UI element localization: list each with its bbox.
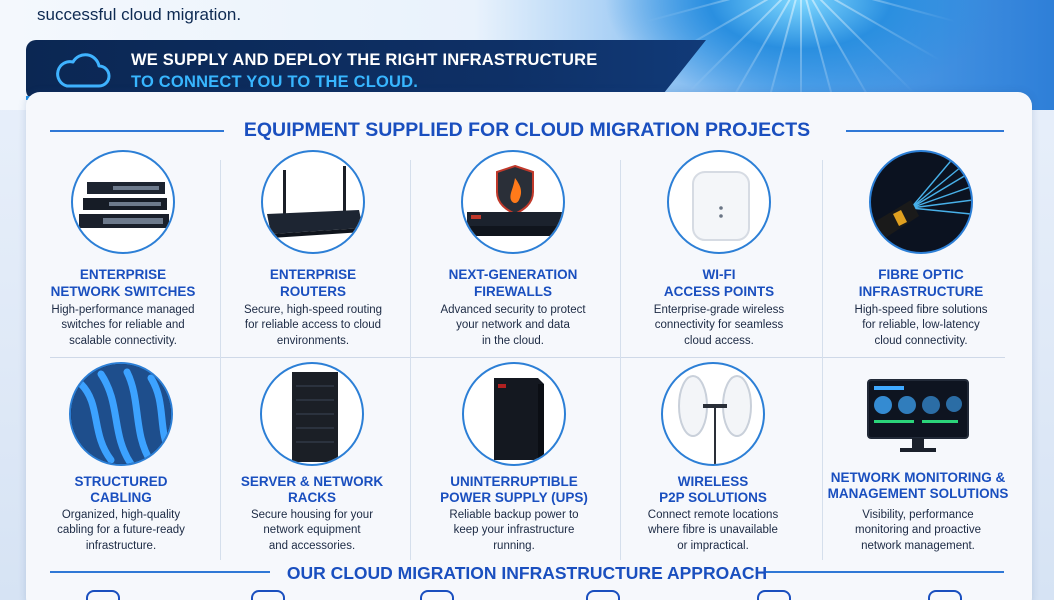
- card-title: UNINTERRUPTIBLE: [450, 474, 578, 489]
- card-description: or impractical.: [677, 540, 749, 552]
- card-title: ROUTERS: [279, 284, 346, 299]
- card-description: infrastructure.: [85, 540, 157, 552]
- card-description: switches for reliable and: [61, 319, 185, 331]
- card-description: where fibre is unavailable: [648, 524, 778, 536]
- card-title: WIRELESS: [677, 474, 749, 489]
- card-description: running.: [493, 540, 535, 552]
- equipment-card: ENTERPRISE NETWORK SWITCHES High-perform…: [23, 148, 223, 348]
- approach-icon: [86, 590, 120, 600]
- card-title: ENTERPRISE: [79, 267, 167, 282]
- approach-icon: [928, 590, 962, 600]
- title-rule-right: [766, 571, 1004, 573]
- card-title: WI-FI: [702, 267, 736, 282]
- equipment-section-title: EQUIPMENT SUPPLIED FOR CLOUD MIGRATION P…: [243, 119, 811, 141]
- card-description: High-speed fibre solutions: [854, 304, 988, 316]
- card-description: your network and data: [456, 319, 570, 331]
- card-title: INFRASTRUCTURE: [858, 284, 984, 299]
- card-description: keep your infrastructure: [453, 524, 575, 536]
- equipment-card: FIBRE OPTIC INFRASTRUCTURE High-speed fi…: [821, 148, 1021, 348]
- card-description: Connect remote locations: [647, 509, 779, 521]
- equipment-card: WI-FI ACCESS POINTS Enterprise-grade wir…: [619, 148, 819, 348]
- equipment-card: NETWORK MONITORING & MANAGEMENT SOLUTION…: [818, 362, 1018, 562]
- card-title: CABLING: [90, 490, 152, 505]
- card-title: ACCESS POINTS: [663, 284, 775, 299]
- approach-section-title: OUR CLOUD MIGRATION INFRASTRUCTURE APPRO…: [286, 563, 768, 583]
- card-description: and accessories.: [268, 540, 356, 552]
- card-description: connectivity for seamless: [654, 319, 784, 331]
- card-description: Reliable backup power to: [449, 509, 579, 521]
- banner: [26, 40, 706, 100]
- card-description: cloud access.: [684, 335, 754, 347]
- router-icon: [261, 150, 365, 254]
- approach-icon: [757, 590, 791, 600]
- equipment-card: WIRELESS P2P SOLUTIONS Connect remote lo…: [613, 362, 813, 562]
- card-description: cabling for a future-ready: [57, 524, 185, 536]
- monitoring-dashboard-icon: [866, 362, 970, 466]
- title-rule-left: [50, 130, 224, 132]
- card-title: FIREWALLS: [474, 284, 552, 299]
- card-description: in the cloud.: [481, 335, 544, 347]
- card-title: NETWORK SWITCHES: [50, 284, 196, 299]
- banner-line-1: WE SUPPLY AND DEPLOY THE RIGHT INFRASTRU…: [131, 51, 598, 69]
- card-description: environments.: [276, 335, 350, 347]
- card-description: for reliable access to cloud: [244, 319, 382, 331]
- approach-icon: [251, 590, 285, 600]
- card-title: STRUCTURED: [74, 474, 168, 489]
- card-description: High-performance managed: [51, 304, 195, 316]
- card-title: RACKS: [287, 490, 336, 505]
- fibre-cable-icon: [869, 150, 973, 254]
- firewall-icon: [461, 150, 565, 254]
- card-description: Enterprise-grade wireless: [653, 304, 785, 316]
- intro-text: successful cloud migration.: [37, 5, 242, 24]
- server-rack-icon: [260, 362, 364, 466]
- card-description: Secure housing for your: [250, 509, 374, 521]
- card-title: MANAGEMENT SOLUTIONS: [827, 486, 1009, 501]
- equipment-card: STRUCTURED CABLING Organized, high-quali…: [21, 362, 221, 562]
- card-title: SERVER & NETWORK: [240, 474, 384, 489]
- col-divider: [620, 160, 621, 560]
- approach-icon: [586, 590, 620, 600]
- card-title: ENTERPRISE: [269, 267, 357, 282]
- approach-icon: [420, 590, 454, 600]
- banner-line-2: TO CONNECT YOU TO THE CLOUD.: [131, 73, 419, 91]
- card-description: network management.: [861, 540, 975, 552]
- card-description: cloud connectivity.: [874, 335, 968, 347]
- equipment-card: NEXT-GENERATION FIREWALLS Advanced secur…: [413, 148, 613, 348]
- card-description: Visibility, performance: [862, 509, 974, 521]
- access-point-icon: [667, 150, 771, 254]
- card-title: NEXT-GENERATION: [448, 267, 578, 282]
- row-divider: [50, 357, 1005, 358]
- card-description: Secure, high-speed routing: [243, 304, 383, 316]
- p2p-antenna-icon: [661, 362, 765, 466]
- card-description: scalable connectivity.: [69, 335, 177, 347]
- equipment-card: SERVER & NETWORK RACKS Secure housing fo…: [212, 362, 412, 562]
- card-title: FIBRE OPTIC: [878, 267, 964, 282]
- col-divider: [822, 160, 823, 560]
- ups-icon: [462, 362, 566, 466]
- card-description: monitoring and proactive: [855, 524, 981, 536]
- col-divider: [220, 160, 221, 560]
- light-rays: [560, 0, 1054, 110]
- card-description: Advanced security to protect: [440, 304, 586, 316]
- card-title: NETWORK MONITORING &: [830, 470, 1006, 485]
- title-rule-left: [50, 571, 270, 573]
- ethernet-cable-icon: [69, 362, 173, 466]
- card-title: POWER SUPPLY (UPS): [440, 490, 588, 505]
- title-rule-right: [846, 130, 1004, 132]
- equipment-card: ENTERPRISE ROUTERS Secure, high-speed ro…: [213, 148, 413, 348]
- cloud-icon: [56, 53, 111, 88]
- card-description: Organized, high-quality: [61, 509, 181, 521]
- card-description: network equipment: [263, 524, 361, 536]
- card-description: for reliable, low-latency: [862, 319, 980, 331]
- network-switch-icon: [71, 150, 175, 254]
- col-divider: [410, 160, 411, 560]
- card-title: P2P SOLUTIONS: [659, 490, 767, 505]
- equipment-card: UNINTERRUPTIBLE POWER SUPPLY (UPS) Relia…: [414, 362, 614, 562]
